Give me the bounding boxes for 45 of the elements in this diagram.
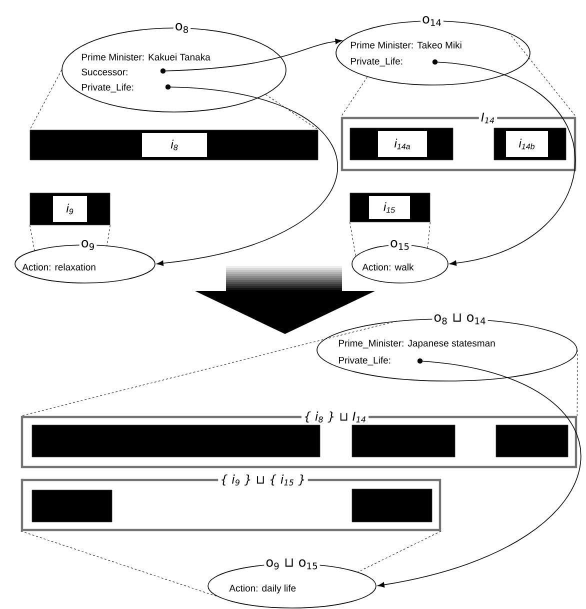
arrow	[378, 360, 581, 588]
leader-line	[106, 224, 110, 246]
leader-line	[20, 530, 218, 597]
region-label: I$_{14}$	[478, 110, 498, 126]
object-label: o$_{8}$	[173, 21, 191, 35]
segment-bar	[496, 424, 568, 458]
leader-line	[427, 222, 430, 248]
segment-label: i$_{9}$	[53, 196, 87, 222]
attribute-text: Private_Life:	[82, 84, 134, 92]
attribute-text: Prime Minister: Takeo Miki	[351, 42, 462, 48]
leader-line	[340, 76, 368, 118]
leader-line	[265, 94, 318, 130]
object-label: o$_{9}$ ⊔ o$_{15}$	[264, 557, 320, 571]
leader-line	[30, 70, 62, 130]
region-label: { i$_{9}$ } ⊔ { i$_{15}$ }	[218, 472, 308, 488]
arrow	[162, 38, 342, 72]
segment-label: i$_{14a}$	[378, 131, 427, 157]
arrow	[434, 62, 576, 266]
object-label: o$_{14}$	[420, 14, 444, 28]
segment-bar	[32, 424, 320, 458]
attribute-text: Prime_Minister: Japanese statesman	[339, 340, 495, 348]
segment-label: i$_{14b}$	[506, 131, 548, 157]
object-label: o$_{15}$	[388, 238, 412, 252]
attribute-text: Private_Life:	[339, 356, 390, 366]
segment-bar	[352, 424, 456, 458]
object-label: o$_{8}$ ⊔ o$_{14}$	[432, 312, 488, 326]
leader-line	[350, 222, 356, 256]
attribute-text: Private_Life:	[351, 58, 402, 66]
leader-line	[20, 320, 398, 416]
attribute-text: Action: walk	[362, 264, 414, 270]
segment-label: i$_{8}$	[142, 133, 207, 157]
segment-bar	[352, 488, 432, 522]
attribute-text: Action: relaxation	[22, 264, 96, 270]
object-label: o$_{9}$	[79, 238, 97, 252]
leader-line	[508, 32, 576, 118]
leader-line	[30, 224, 35, 251]
attribute-text: Action: daily life	[229, 584, 296, 594]
leader-line	[576, 350, 578, 416]
arrow	[156, 86, 338, 266]
attribute-text: Successor:	[82, 68, 128, 76]
segment-bar	[32, 490, 112, 522]
attribute-text: Prime Minister: Kakuei Tanaka	[82, 54, 210, 60]
segment-label: i$_{15}$	[369, 196, 410, 219]
leader-line	[358, 530, 442, 572]
region-label: { i$_{8}$ } ⊔ I$_{14}$	[301, 409, 369, 425]
